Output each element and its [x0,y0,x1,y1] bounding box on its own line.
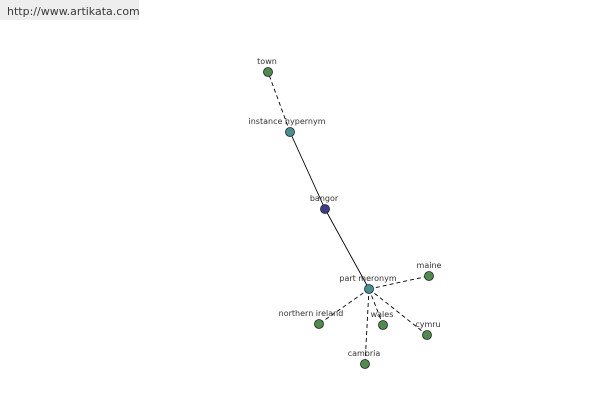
graph-nodes: town instance hypernym bangor part meronym m… [249,57,442,369]
node-label-cymru: cymru [415,320,440,329]
node-label-town: town [257,57,277,66]
node-label-maine: maine [417,261,442,270]
node-instance-hypernym[interactable] [285,127,295,137]
node-cambria[interactable] [360,359,370,369]
edge-part-meronym-to-maine [368,275,430,290]
node-label-cambria: cambria [348,349,381,358]
node-town[interactable] [263,67,273,77]
node-wales[interactable] [378,320,388,330]
node-northern-ireland[interactable] [314,319,324,329]
edge-instance-hypernym-to-town [267,71,291,133]
edge-bangor-to-instance-hypernym [289,131,326,210]
edge-part-meronym-to-cymru [368,288,428,336]
node-bangor[interactable] [320,204,330,214]
node-label-wales: wales [371,310,394,319]
node-part-meronym[interactable] [364,284,374,294]
node-label-instance-hypernym: instance hypernym [249,117,326,126]
edge-part-meronym-to-cambria [364,288,370,365]
node-label-part-meronym: part meronym [339,274,396,283]
edge-bangor-to-part-meronym [324,208,370,290]
url-bar: http://www.artikata.com [0,0,140,20]
graph-edges [267,71,430,365]
source-url-link[interactable]: http://www.artikata.com [7,5,140,18]
node-cymru[interactable] [422,330,432,340]
node-maine[interactable] [424,271,434,281]
node-label-bangor: bangor [310,194,339,203]
edge-part-meronym-to-northern-ireland [318,288,370,325]
node-label-northern-ireland: northern ireland [279,309,344,318]
